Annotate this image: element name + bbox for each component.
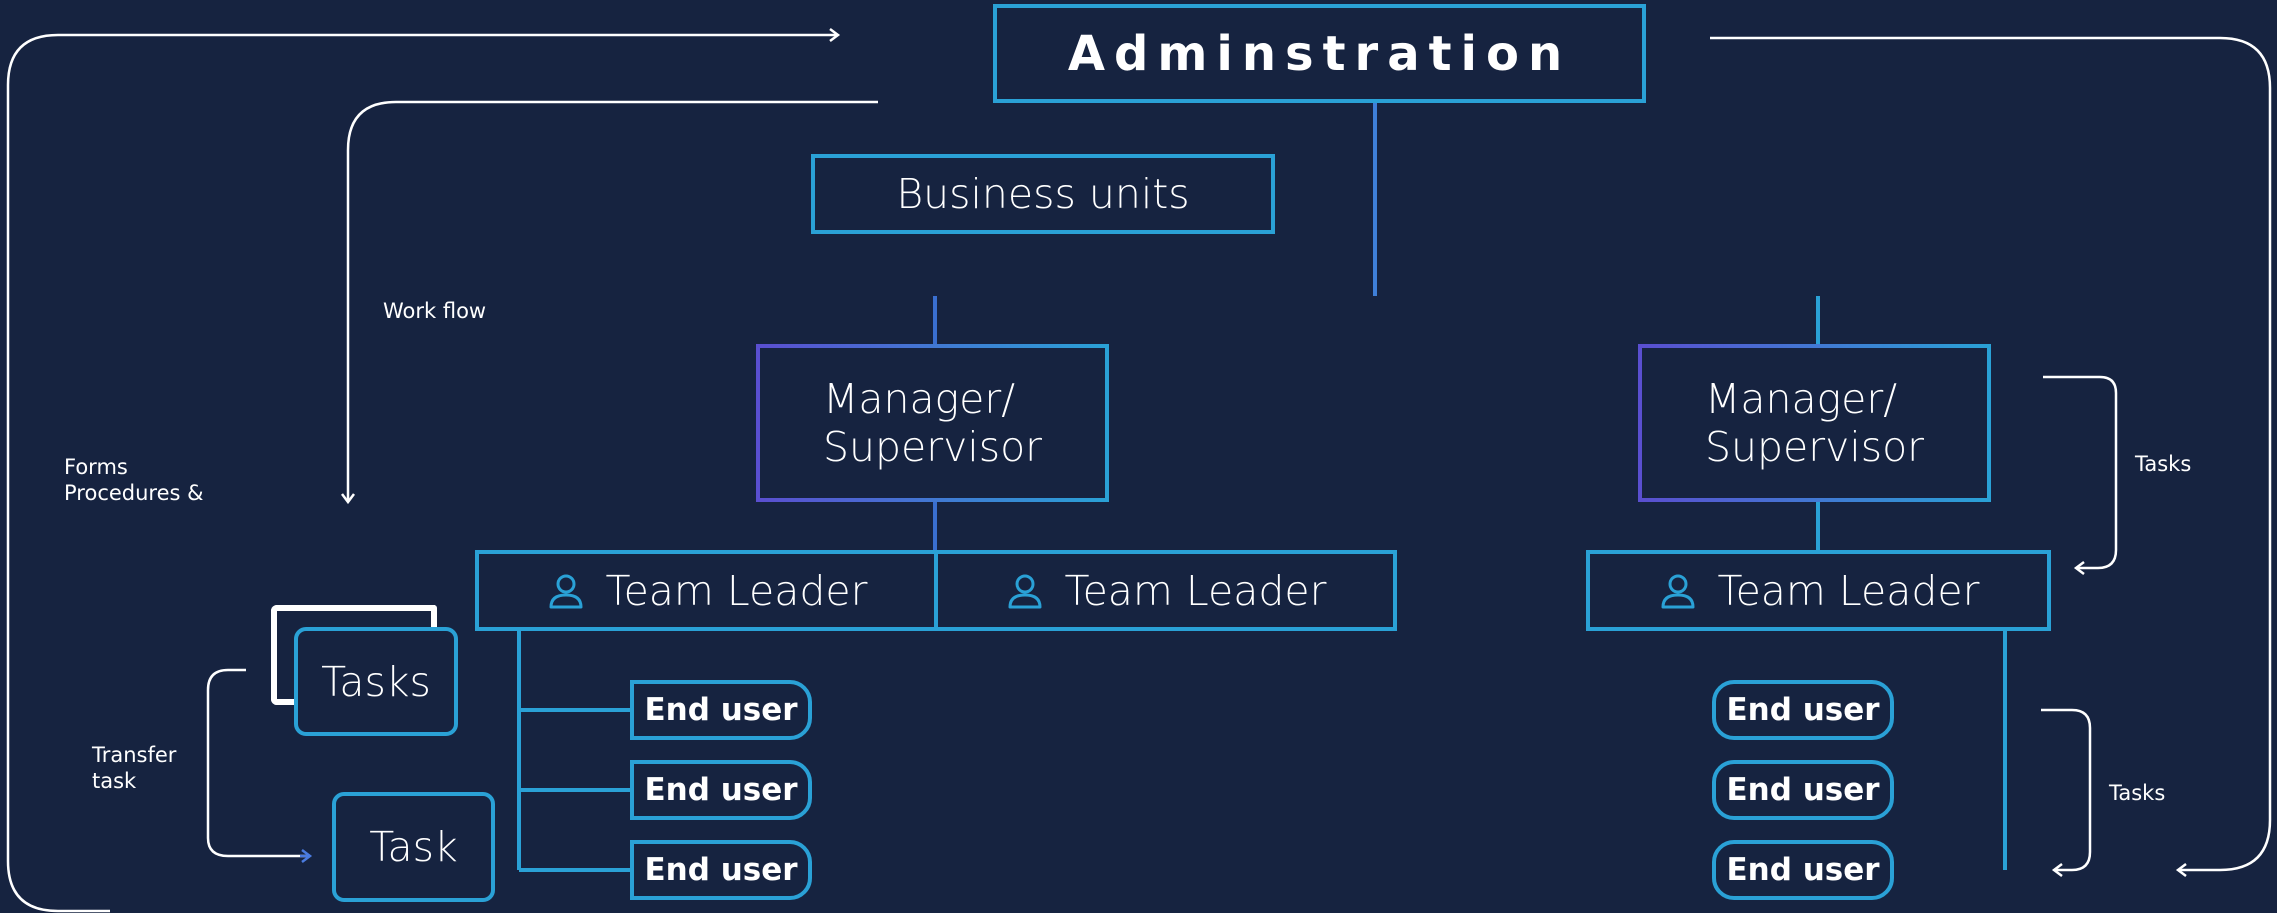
team-leader-label: Team Leader xyxy=(1717,566,1980,615)
tasks-label-lower: Tasks xyxy=(2109,781,2166,805)
transfer-task-label: Transfer task xyxy=(92,743,177,793)
team-leader-label: Team Leader xyxy=(1064,566,1327,615)
administration-box: Adminstration xyxy=(993,4,1646,103)
forms-procedures-label: Forms Procedures & xyxy=(64,455,204,505)
transfer-arrow xyxy=(206,668,310,858)
end-user-label: End user xyxy=(644,772,798,808)
end-user-box: End user xyxy=(630,760,812,820)
administration-label: Adminstration xyxy=(1067,25,1572,82)
manager-supervisor-left: Manager/ Supervisor xyxy=(756,344,1109,502)
end-user-box: End user xyxy=(630,680,812,740)
task-box-label: Task xyxy=(369,823,458,871)
end-user-label: End user xyxy=(1726,772,1880,808)
team-leader-row-left: Team Leader Team Leader xyxy=(475,550,1397,631)
end-user-label: End user xyxy=(1726,692,1880,728)
tasks-box: Tasks xyxy=(294,627,458,736)
team-leader-cell: Team Leader xyxy=(479,554,934,627)
end-user-label: End user xyxy=(644,852,798,888)
end-user-label: End user xyxy=(644,692,798,728)
user-icon xyxy=(1008,574,1041,608)
manager-supervisor-right: Manager/ Supervisor xyxy=(1638,344,1991,502)
manager-label: Manager/ Supervisor xyxy=(822,374,1043,471)
tasks-label-upper: Tasks xyxy=(2135,452,2192,476)
end-user-box: End user xyxy=(1712,840,1894,900)
team-leader-label: Team Leader xyxy=(605,566,868,615)
tasks-box-label: Tasks xyxy=(321,657,431,706)
user-icon xyxy=(549,574,582,608)
team-leader-row-right: Team Leader xyxy=(1586,550,2051,631)
task-box: Task xyxy=(332,792,495,902)
end-user-box: End user xyxy=(1712,760,1894,820)
work-flow-label: Work flow xyxy=(383,299,487,323)
manager-label: Manager/ Supervisor xyxy=(1704,374,1925,471)
business-units-box: Business units xyxy=(811,154,1275,234)
hierarchy-connectors xyxy=(517,103,2007,872)
end-user-label: End user xyxy=(1726,852,1880,888)
team-leader-cell: Team Leader xyxy=(1590,554,2047,627)
team-leader-cell: Team Leader xyxy=(934,554,1393,627)
flow-arrows xyxy=(6,28,2272,913)
business-units-label: Business units xyxy=(896,170,1190,218)
end-user-box: End user xyxy=(1712,680,1894,740)
end-user-box: End user xyxy=(630,840,812,900)
user-icon xyxy=(1661,574,1694,608)
